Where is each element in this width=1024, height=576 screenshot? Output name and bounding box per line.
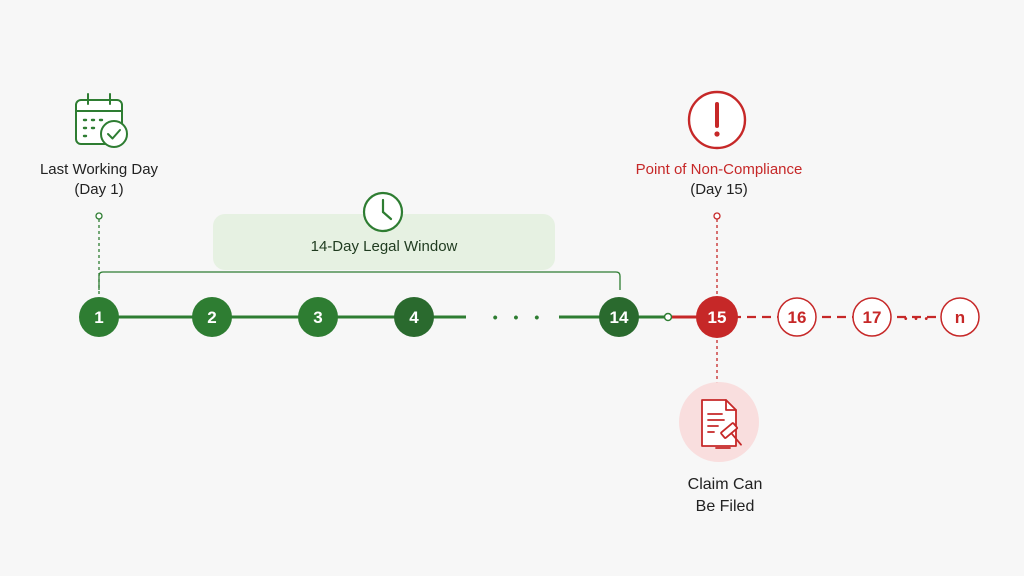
ellipsis-after: • • • <box>904 314 930 325</box>
claim-marker-line2: Be Filed <box>695 498 755 515</box>
start-marker-label: Last Working Day (Day 1) <box>19 160 179 200</box>
noncompliance-marker-subtitle: (Day 15) <box>690 181 748 198</box>
calendar-check-icon <box>75 93 128 148</box>
claim-marker-label: Claim Can Be Filed <box>650 474 800 518</box>
noncompliance-marker-title: Point of Non-Compliance <box>635 161 803 178</box>
document-gavel-icon <box>679 382 759 462</box>
day-node-label: 1 <box>94 308 103 327</box>
day-node-16: 16 <box>777 297 817 337</box>
day-node-n: n <box>940 297 980 337</box>
legal-window-label: 14-Day Legal Window <box>310 238 458 255</box>
day-node-label: 14 <box>610 308 629 327</box>
day-node-label: 4 <box>409 308 419 327</box>
day-node-2: 2 <box>192 297 232 337</box>
day-node-label: 2 <box>207 308 216 327</box>
day-node-4: 4 <box>394 297 434 337</box>
day-node-label: 16 <box>788 308 807 327</box>
ellipsis-compliant: • • • <box>493 309 545 325</box>
day-node-label: 15 <box>708 308 727 327</box>
start-marker-subtitle: (Day 1) <box>74 181 124 198</box>
day-node-1: 1 <box>79 297 119 337</box>
timeline-junction-dot <box>663 312 673 322</box>
start-marker-title: Last Working Day <box>39 161 159 178</box>
day-node-3: 3 <box>298 297 338 337</box>
start-leader-dot <box>95 212 103 220</box>
day-node-14: 14 <box>599 297 639 337</box>
clock-icon <box>362 191 404 233</box>
exclamation-circle-icon <box>687 90 747 150</box>
day-node-label: 3 <box>313 308 322 327</box>
legal-window-box <box>213 214 555 270</box>
claim-marker-line1: Claim Can <box>687 476 763 493</box>
day-node-15: 15 <box>696 296 738 338</box>
day-node-label: n <box>955 308 965 327</box>
day-node-17: 17 <box>852 297 892 337</box>
noncompliance-leader-dot <box>713 212 721 220</box>
legal-window-bracket <box>98 271 621 290</box>
noncompliance-marker-label: Point of Non-Compliance (Day 15) <box>604 160 834 200</box>
day-node-label: 17 <box>863 308 882 327</box>
